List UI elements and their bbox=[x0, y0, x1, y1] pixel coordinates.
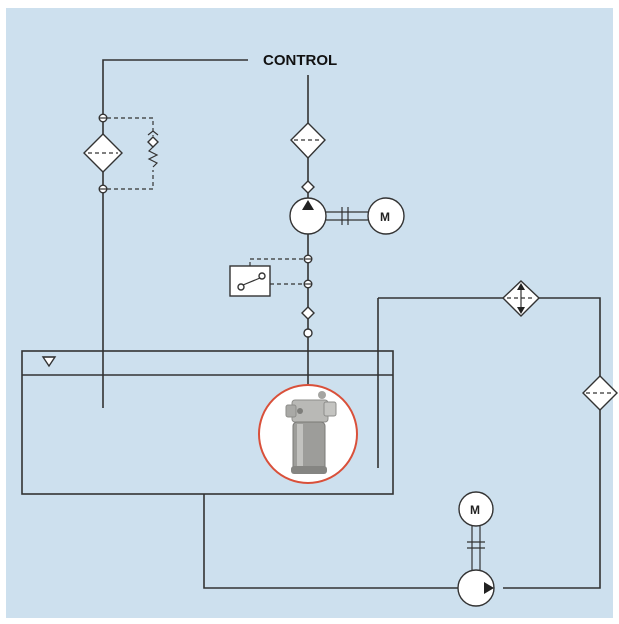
return-filter-icon bbox=[83, 113, 154, 194]
pressure-switch-icon bbox=[229, 254, 313, 297]
lower-coupling-icon bbox=[467, 526, 485, 570]
main-motor-label: M bbox=[380, 210, 390, 224]
coupling-icon bbox=[326, 207, 368, 225]
control-line bbox=[102, 59, 248, 408]
tank-icon bbox=[21, 350, 394, 495]
inline-check-valve-icon bbox=[301, 306, 315, 338]
lower-motor-label: M bbox=[470, 503, 480, 517]
main-pump-icon bbox=[289, 197, 327, 235]
lower-motor-icon bbox=[458, 491, 494, 527]
control-label: CONTROL bbox=[263, 52, 337, 69]
check-valve-icon bbox=[301, 180, 315, 194]
pressure-filter-icon bbox=[290, 122, 326, 160]
level-indicator-icon bbox=[41, 356, 57, 368]
circulation-pump-icon bbox=[457, 569, 495, 607]
cooling-filter-icon bbox=[582, 375, 618, 411]
filter-photo-icon bbox=[258, 384, 358, 484]
heat-exchanger-icon bbox=[501, 280, 541, 317]
main-motor-icon bbox=[367, 197, 405, 235]
cooling-line bbox=[203, 297, 601, 589]
bypass-check-valve-icon bbox=[147, 130, 159, 168]
